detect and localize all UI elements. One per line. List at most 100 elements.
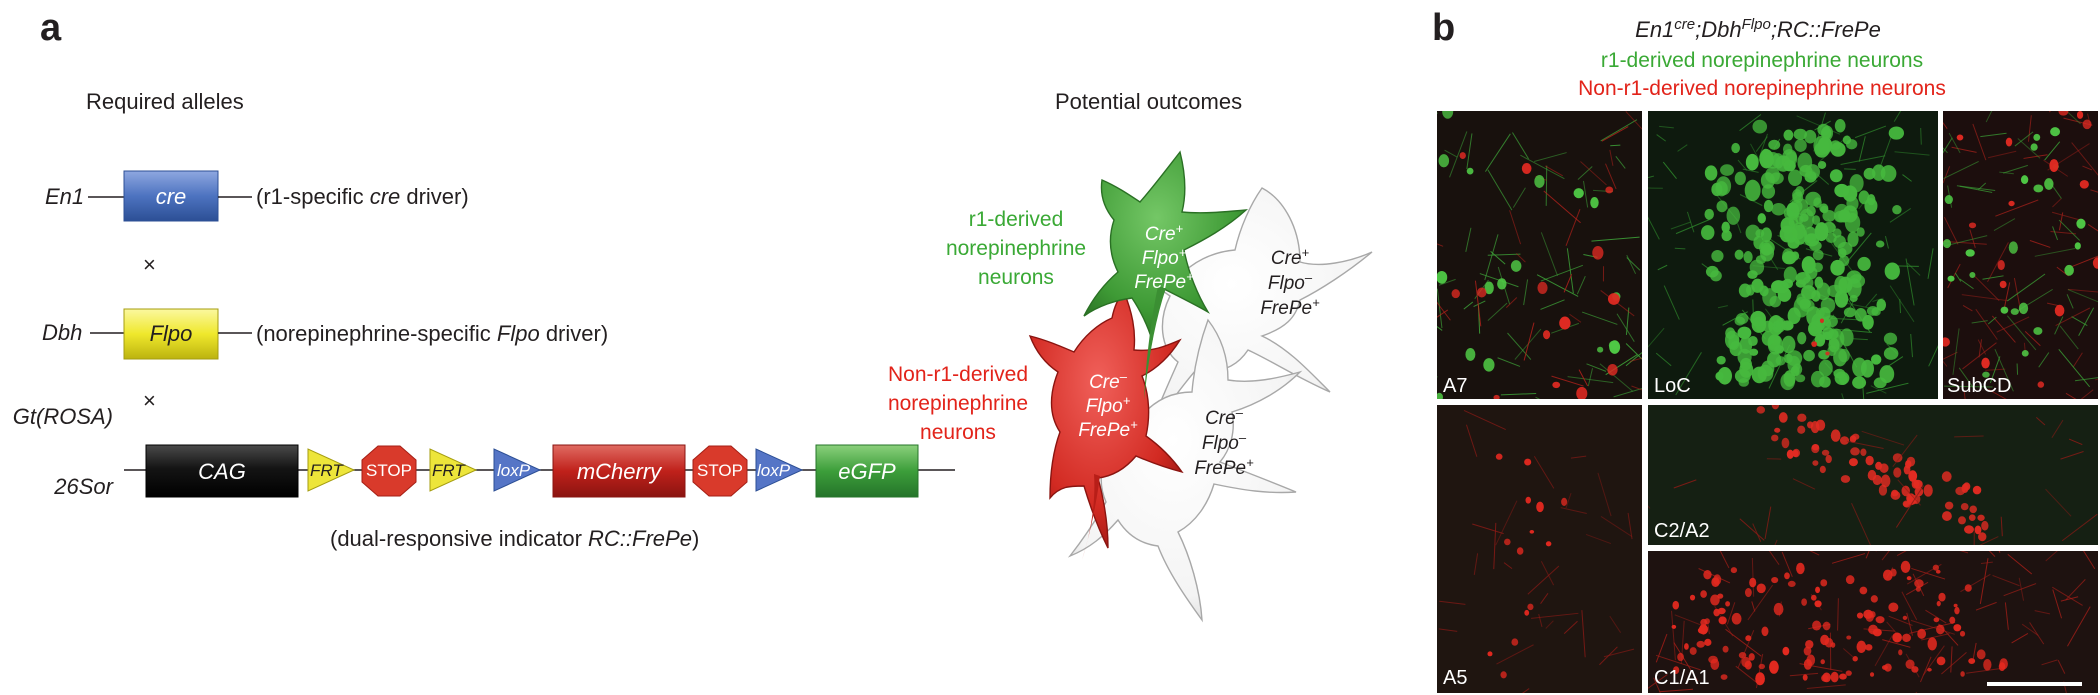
red-neuron-soma — [1999, 280, 2007, 289]
red-fiber — [1496, 644, 1534, 665]
green-fiber — [1866, 382, 1909, 394]
red-neuron-soma — [1524, 458, 1532, 466]
green-neuron-soma — [1834, 119, 1846, 133]
red-neuron-soma — [1983, 658, 1992, 671]
green-fiber — [1854, 125, 1887, 139]
cross-symbol-2: × — [143, 388, 156, 413]
red-fiber — [1505, 297, 1518, 309]
svg-text:norepinephrine: norepinephrine — [946, 237, 1086, 260]
red-fiber — [2090, 189, 2098, 193]
green-neuron-soma — [1790, 251, 1800, 261]
red-neuron-soma — [1981, 520, 1989, 531]
red-neuron-soma — [1749, 577, 1757, 588]
green-neuron-soma — [1744, 179, 1761, 202]
green-fiber — [1894, 151, 1930, 156]
green-neuron-soma — [1883, 332, 1898, 345]
green-fiber — [1591, 236, 1640, 242]
red-neuron-soma — [1720, 674, 1728, 680]
red-fiber — [1977, 339, 1987, 355]
cre-box — [123, 170, 219, 222]
green-neuron-soma — [1437, 392, 1443, 399]
green-neuron-soma — [1745, 153, 1759, 171]
green-neuron-soma — [1843, 307, 1856, 318]
green-fiber — [1616, 313, 1635, 342]
red-fiber — [1752, 523, 1762, 542]
red-fiber — [2007, 553, 2033, 575]
red-neuron-soma — [1756, 583, 1766, 594]
green-fiber — [1599, 363, 1634, 392]
green-fiber — [2044, 141, 2061, 161]
red-fiber — [2052, 589, 2063, 619]
red-neuron-soma — [1822, 672, 1831, 683]
frt-site-1-icon — [307, 448, 356, 492]
green-neuron-soma — [1715, 371, 1724, 381]
green-neuron-soma — [1442, 111, 1454, 119]
red-neuron-soma — [1822, 621, 1831, 631]
red-fiber — [2067, 606, 2091, 647]
red-neuron-soma — [1903, 465, 1911, 475]
red-neuron-soma — [1943, 337, 1950, 347]
green-neuron-soma — [1829, 169, 1843, 183]
green-neuron-soma — [2020, 175, 2029, 185]
green-fiber — [1512, 132, 1529, 160]
green-fiber — [2017, 138, 2041, 159]
green-neuron-soma — [1856, 227, 1865, 237]
green-neuron-axon-icon — [1144, 286, 1166, 400]
green-fiber — [1994, 349, 2014, 392]
green-neuron-soma — [1751, 278, 1764, 293]
red-fiber — [1673, 642, 1698, 682]
red-fiber — [1751, 557, 1755, 597]
red-fiber — [1551, 375, 1584, 387]
red-fiber — [2052, 586, 2083, 606]
red-neuron-soma — [2058, 111, 2069, 116]
green-neuron-soma — [1779, 225, 1795, 243]
red-fiber — [2045, 551, 2058, 562]
red-neuron-soma — [1852, 655, 1858, 662]
red-fiber — [1503, 562, 1513, 570]
red-neuron-soma — [1803, 646, 1812, 656]
egfp-box — [815, 444, 919, 498]
green-fiber — [1437, 112, 1439, 114]
red-neuron-soma — [1738, 652, 1747, 659]
red-neuron-soma — [1607, 293, 1620, 305]
red-fiber — [1437, 243, 1444, 247]
red-fiber — [1959, 551, 1969, 554]
red-fiber — [1888, 615, 1913, 626]
green-neuron-soma — [1715, 181, 1728, 197]
svg-text:Non-r1-derived: Non-r1-derived — [888, 363, 1028, 386]
red-neuron-soma — [1856, 612, 1864, 619]
green-fiber — [1870, 385, 1887, 394]
red-neuron-soma — [1592, 246, 1604, 260]
red-fiber — [1919, 656, 1932, 683]
red-neuron-soma — [1840, 475, 1851, 483]
red-neuron-soma — [1487, 651, 1493, 657]
red-neuron-soma — [1778, 412, 1788, 423]
green-neuron-soma — [1849, 274, 1866, 288]
red-fiber — [1781, 551, 1793, 578]
required-alleles-heading: Required alleles — [86, 89, 244, 114]
red-neuron-soma — [1673, 666, 1680, 674]
green-neuron-soma — [1813, 197, 1822, 208]
red-neuron-soma — [1997, 259, 2005, 271]
red-fiber — [2060, 596, 2079, 602]
red-neuron-soma — [1839, 436, 1850, 445]
red-neuron-soma — [1902, 615, 1908, 621]
green-neuron-soma — [1876, 298, 1887, 312]
green-neuron-soma — [1782, 278, 1793, 289]
green-neuron-text: Cre+ Flpo+ FrePe+ — [1134, 221, 1194, 294]
genotype-title: En1cre;DbhFlpo;RC::FrePe — [1635, 16, 1881, 43]
green-fiber — [1865, 293, 1878, 308]
red-fiber — [1585, 533, 1612, 545]
red-neuron-soma — [1865, 644, 1873, 651]
green-fiber — [2059, 325, 2079, 350]
green-neuron-soma — [1771, 280, 1786, 294]
green-fiber — [2054, 316, 2064, 335]
green-fiber — [1993, 218, 2016, 232]
green-fiber — [1663, 285, 1680, 320]
green-fiber — [1567, 376, 1614, 384]
red-neuron-soma — [2092, 257, 2098, 269]
green-fiber — [1861, 380, 1865, 399]
green-neuron-soma — [1846, 196, 1859, 212]
red-fiber — [2004, 602, 2009, 630]
red-neuron-soma — [1892, 453, 1903, 463]
